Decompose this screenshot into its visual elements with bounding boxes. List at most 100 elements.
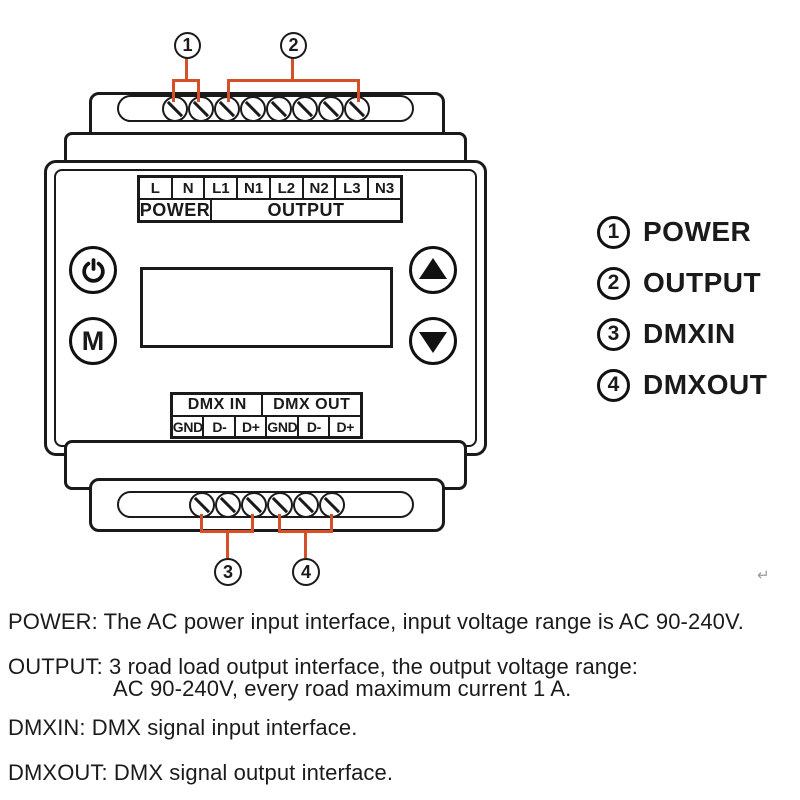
callout-circle-3: 3: [214, 558, 242, 586]
output-section-label: OUTPUT: [209, 198, 403, 223]
screw-slot: [192, 100, 210, 117]
callout-1-line: [185, 57, 188, 80]
dmx-cell-dplus-in: D+: [233, 415, 268, 439]
screw-icon: [188, 95, 214, 122]
dmx-cell-dminus-in: D-: [202, 415, 237, 439]
screw-icon: [241, 491, 267, 518]
terminal-cell-l: L: [137, 175, 173, 201]
top-screw-row: [162, 95, 370, 122]
callout-2-stub-left: [227, 79, 230, 102]
screw-icon: [189, 491, 215, 518]
callout-3-stub-left: [200, 514, 203, 533]
callout-4-stub-left: [278, 514, 281, 533]
dmx-out-header: DMX OUT: [261, 392, 363, 418]
screw-icon: [215, 491, 241, 518]
legend-label-dmxout: DMXOUT: [643, 369, 768, 400]
screw-icon: [292, 95, 318, 122]
down-button: [409, 317, 457, 365]
power-section-label: POWER: [137, 198, 213, 223]
screw-slot: [296, 100, 314, 117]
legend-number-2: 2: [597, 266, 630, 300]
callout-1-stub-left: [172, 79, 175, 102]
legend-number-1: 1: [597, 215, 630, 249]
terminal-cell-n: N: [170, 175, 206, 201]
legend-item-dmxin: 3 DMXIN: [597, 317, 736, 351]
terminal-label-row: L N L1 N1 L2 N2 L3 N3: [137, 175, 403, 201]
dmx-terminal-row: GND D- D+ GND D- D+: [170, 415, 363, 439]
screw-slot: [244, 100, 262, 117]
bottom-terminal-slot: [117, 491, 414, 518]
screw-icon: [266, 95, 292, 122]
dmx-terminal-table: DMX IN DMX OUT GND D- D+ GND D- D+: [170, 392, 363, 439]
callout-circle-2: 2: [280, 32, 307, 59]
description-dmxout: DMXOUT: DMX signal output interface.: [8, 760, 394, 785]
callout-circle-1: 1: [174, 32, 201, 59]
dmx-in-header: DMX IN: [170, 392, 264, 418]
legend-label-output: OUTPUT: [643, 267, 762, 298]
callout-circle-4: 4: [292, 558, 320, 586]
screw-slot: [166, 100, 184, 117]
screw-icon: [240, 95, 266, 122]
callout-4-stub-right: [330, 514, 333, 533]
callout-1-stub-right: [197, 79, 200, 102]
legend-label-power: POWER: [643, 216, 752, 247]
screw-slot: [297, 496, 315, 513]
legend-number-4: 4: [597, 368, 630, 402]
screw-slot: [219, 496, 237, 513]
terminal-cell-l2: L2: [268, 175, 304, 201]
mode-button-label: M: [81, 325, 105, 356]
screw-icon: [162, 95, 188, 122]
screw-slot: [193, 496, 211, 513]
legend-item-output: 2 OUTPUT: [597, 266, 761, 300]
callout-2-stub-right: [357, 79, 360, 102]
power-button: [69, 246, 117, 294]
dmx-cell-gnd-in: GND: [170, 415, 205, 439]
description-output-1: OUTPUT: 3 road load output interface, th…: [8, 654, 639, 679]
screw-slot: [322, 100, 340, 117]
screw-slot: [348, 100, 366, 117]
mode-button: M: [69, 317, 117, 365]
callout-3-stub-right: [251, 514, 254, 533]
legend-item-dmxout: 4 DMXOUT: [597, 368, 767, 402]
dmx-cell-gnd-out: GND: [265, 415, 300, 439]
up-button: [409, 246, 457, 294]
screw-icon: [318, 95, 344, 122]
screw-icon: [293, 491, 319, 518]
terminal-cell-l1: L1: [203, 175, 239, 201]
legend-number-3: 3: [597, 317, 630, 351]
legend-item-power: 1 POWER: [597, 215, 751, 249]
bottom-screw-row: [189, 491, 345, 518]
dmx-cell-dplus-out: D+: [328, 415, 363, 439]
terminal-cell-n2: N2: [301, 175, 337, 201]
screw-slot: [218, 100, 236, 117]
return-mark-icon: ↵: [757, 567, 770, 584]
callout-4-line: [304, 530, 307, 558]
description-dmxin: DMXIN: DMX signal input interface.: [8, 715, 358, 740]
callout-2-line: [291, 57, 294, 80]
dmx-cell-dminus-out: D-: [296, 415, 331, 439]
callout-1-number: 1: [182, 35, 193, 55]
callout-1-bracket: [172, 79, 200, 82]
terminal-cell-n1: N1: [236, 175, 272, 201]
screw-slot: [323, 496, 341, 513]
terminal-cell-l3: L3: [334, 175, 370, 201]
dmx-header-row: DMX IN DMX OUT: [170, 392, 363, 418]
lcd-display: [140, 267, 393, 348]
screw-slot: [245, 496, 263, 513]
screw-slot: [271, 496, 289, 513]
power-output-terminal-table: L N L1 N1 L2 N2 L3 N3 POWER OUTPUT: [137, 175, 403, 223]
down-arrow-icon: [419, 332, 447, 353]
description-output-2: AC 90-240V, every road maximum current 1…: [113, 676, 572, 701]
screw-slot: [270, 100, 288, 117]
power-icon: [81, 257, 105, 283]
terminal-section-row: POWER OUTPUT: [137, 198, 403, 223]
description-power: POWER: The AC power input interface, inp…: [8, 609, 744, 634]
terminal-cell-n3: N3: [367, 175, 403, 201]
up-arrow-icon: [419, 258, 447, 279]
callout-3-line: [226, 530, 229, 558]
callout-2-number: 2: [288, 35, 299, 55]
screw-icon: [319, 491, 345, 518]
callout-2-bracket: [227, 79, 360, 82]
callout-4-number: 4: [300, 561, 311, 582]
